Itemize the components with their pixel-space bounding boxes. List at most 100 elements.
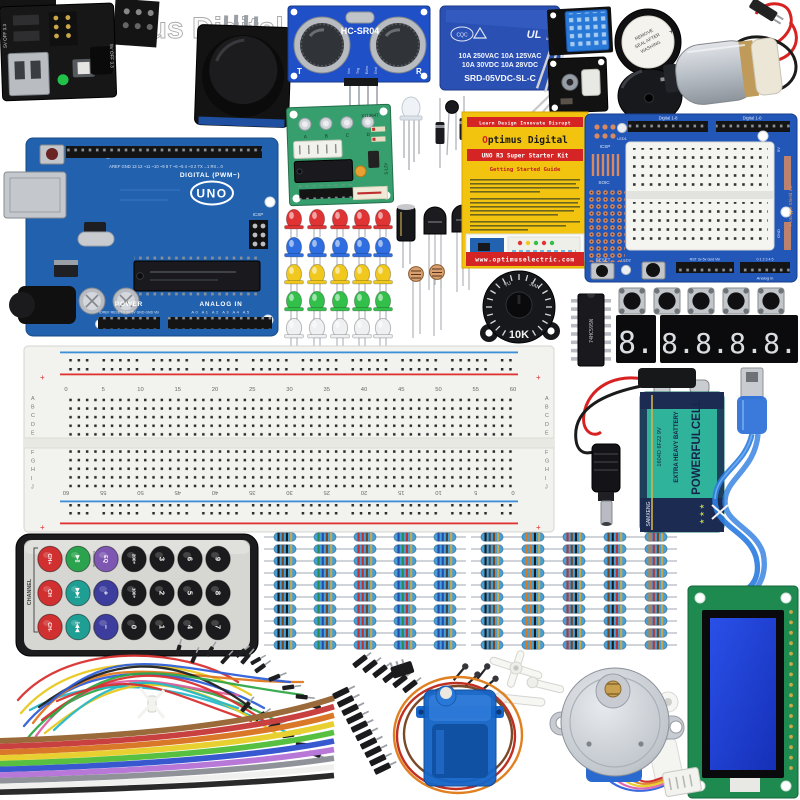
pot-tick <box>501 278 507 284</box>
decor <box>441 604 444 614</box>
decor <box>177 545 203 573</box>
pot-tick-marks <box>486 274 552 336</box>
approval-triangle-icon <box>472 26 488 39</box>
resistor <box>384 592 426 602</box>
decor <box>205 545 231 573</box>
led-a-label: A <box>304 134 308 139</box>
resistor <box>344 544 386 554</box>
resistor <box>344 604 386 614</box>
decor <box>533 532 536 542</box>
decor <box>290 592 293 602</box>
decor <box>661 556 664 566</box>
analog-header <box>168 317 272 329</box>
remote-sub-label: VOL- <box>120 624 124 630</box>
breadboard-number: 30 <box>286 387 292 393</box>
decor <box>357 628 360 638</box>
decor <box>405 568 408 578</box>
pot-tick <box>501 330 507 336</box>
breadboard-number: 5 <box>474 489 477 495</box>
decor <box>307 225 327 230</box>
decor <box>346 712 364 725</box>
decor <box>566 628 569 638</box>
decor <box>492 628 495 638</box>
resistor <box>264 532 306 542</box>
decor <box>620 640 623 650</box>
decor <box>361 592 364 602</box>
pot-tick <box>495 283 501 289</box>
decor <box>603 532 627 542</box>
resistor <box>471 556 513 566</box>
decor <box>445 640 448 650</box>
breadboard-number: 15 <box>398 489 404 495</box>
remote-button-label: 0 <box>129 625 138 629</box>
remote-button: + <box>93 579 119 607</box>
breadboard-row-letter: A <box>545 396 549 402</box>
decor <box>644 592 668 602</box>
decor <box>538 580 541 590</box>
thermistor <box>445 100 459 156</box>
rgb-led <box>399 96 423 170</box>
remote-button: 2 <box>149 579 175 607</box>
breadboard-number: 60 <box>510 387 516 393</box>
decor <box>533 568 536 578</box>
ribbon-connector <box>373 760 397 775</box>
decor <box>521 628 545 638</box>
decor <box>566 556 569 566</box>
decor <box>441 568 444 578</box>
uln2003-chip <box>293 155 354 187</box>
pot-tick <box>542 289 548 295</box>
decor <box>579 556 582 566</box>
decor <box>497 616 500 626</box>
decor <box>372 664 388 679</box>
decor <box>290 544 293 554</box>
decor <box>538 532 541 542</box>
decor <box>441 592 444 602</box>
decor <box>656 592 659 602</box>
resistor <box>344 532 386 542</box>
decor <box>492 544 495 554</box>
decor <box>437 604 440 614</box>
decor <box>325 556 328 566</box>
decor <box>277 580 280 590</box>
decor <box>401 604 404 614</box>
breadboard-number: 40 <box>212 489 218 495</box>
ic-pin <box>571 340 578 345</box>
decor <box>450 628 453 638</box>
ic-pin <box>571 357 578 361</box>
decor <box>437 568 440 578</box>
decor <box>260 654 267 659</box>
resistor <box>512 580 554 590</box>
clip-wire-black <box>574 382 653 455</box>
decor <box>603 616 627 626</box>
decor <box>652 628 655 638</box>
decor <box>611 532 614 542</box>
decor <box>397 532 400 542</box>
decor <box>330 616 333 626</box>
decor <box>195 646 200 654</box>
decor <box>484 544 487 554</box>
resistor <box>512 592 554 602</box>
breadboard-number: 35 <box>324 387 330 393</box>
decor <box>492 556 495 566</box>
resistor <box>594 640 636 650</box>
decor <box>401 592 404 602</box>
stepper-shaft <box>604 680 622 698</box>
decor <box>652 580 655 590</box>
decor <box>307 253 327 258</box>
decor <box>370 556 373 566</box>
decor <box>313 592 337 602</box>
ribbon-connector <box>402 677 422 694</box>
decor <box>397 616 400 626</box>
decor <box>484 580 487 590</box>
decor <box>525 580 528 590</box>
decor <box>312 320 317 329</box>
decor <box>410 544 413 554</box>
decor <box>652 556 655 566</box>
decor <box>312 293 317 302</box>
decor <box>370 604 373 614</box>
jumper-pin-tip <box>175 638 183 656</box>
resistor-assortment <box>264 532 677 650</box>
decor <box>566 532 569 542</box>
booklet-subtitle: Getting Started Guide <box>490 167 561 173</box>
resistor <box>264 640 306 650</box>
